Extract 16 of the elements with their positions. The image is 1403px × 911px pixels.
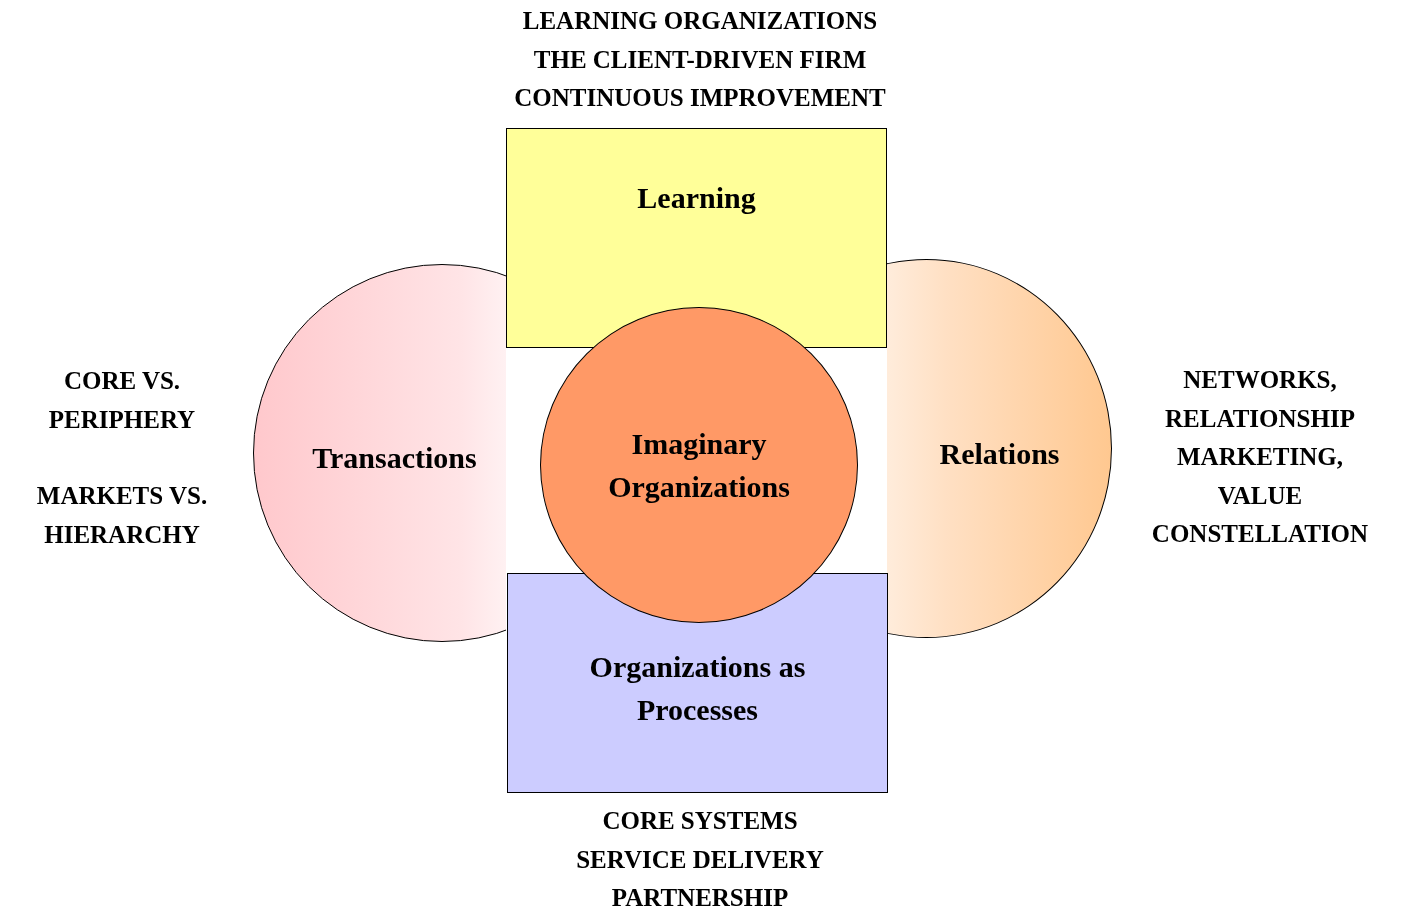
learning-box — [506, 128, 887, 348]
annotation-text: CORE SYSTEMS — [601, 806, 799, 836]
node-label: Learning — [637, 180, 756, 217]
annotation-text: CORE VS. PERIPHERY — [47, 366, 197, 435]
node-label: Transactions — [312, 440, 477, 477]
annotation-text: CONTINUOUS IMPROVEMENT — [513, 83, 887, 113]
processes-box — [507, 573, 888, 793]
node-label: Relations — [939, 435, 1060, 472]
annotation-text: PARTNERSHIP — [610, 883, 790, 911]
annotation-text: MARKETS VS. HIERARCHY — [35, 481, 209, 550]
annotation-text: THE CLIENT-DRIVEN FIRM — [532, 44, 868, 75]
annotation-text: LEARNING ORGANIZATIONS — [521, 6, 879, 36]
annotation-text: NETWORKS, RELATIONSHIP MARKETING, VALUE CONSTELLATION — [1150, 365, 1370, 549]
annotation-text: SERVICE DELIVERY — [575, 844, 825, 875]
node-label: Imaginary Organizations — [607, 425, 791, 505]
node-label: Organizations as Processes — [588, 648, 807, 728]
